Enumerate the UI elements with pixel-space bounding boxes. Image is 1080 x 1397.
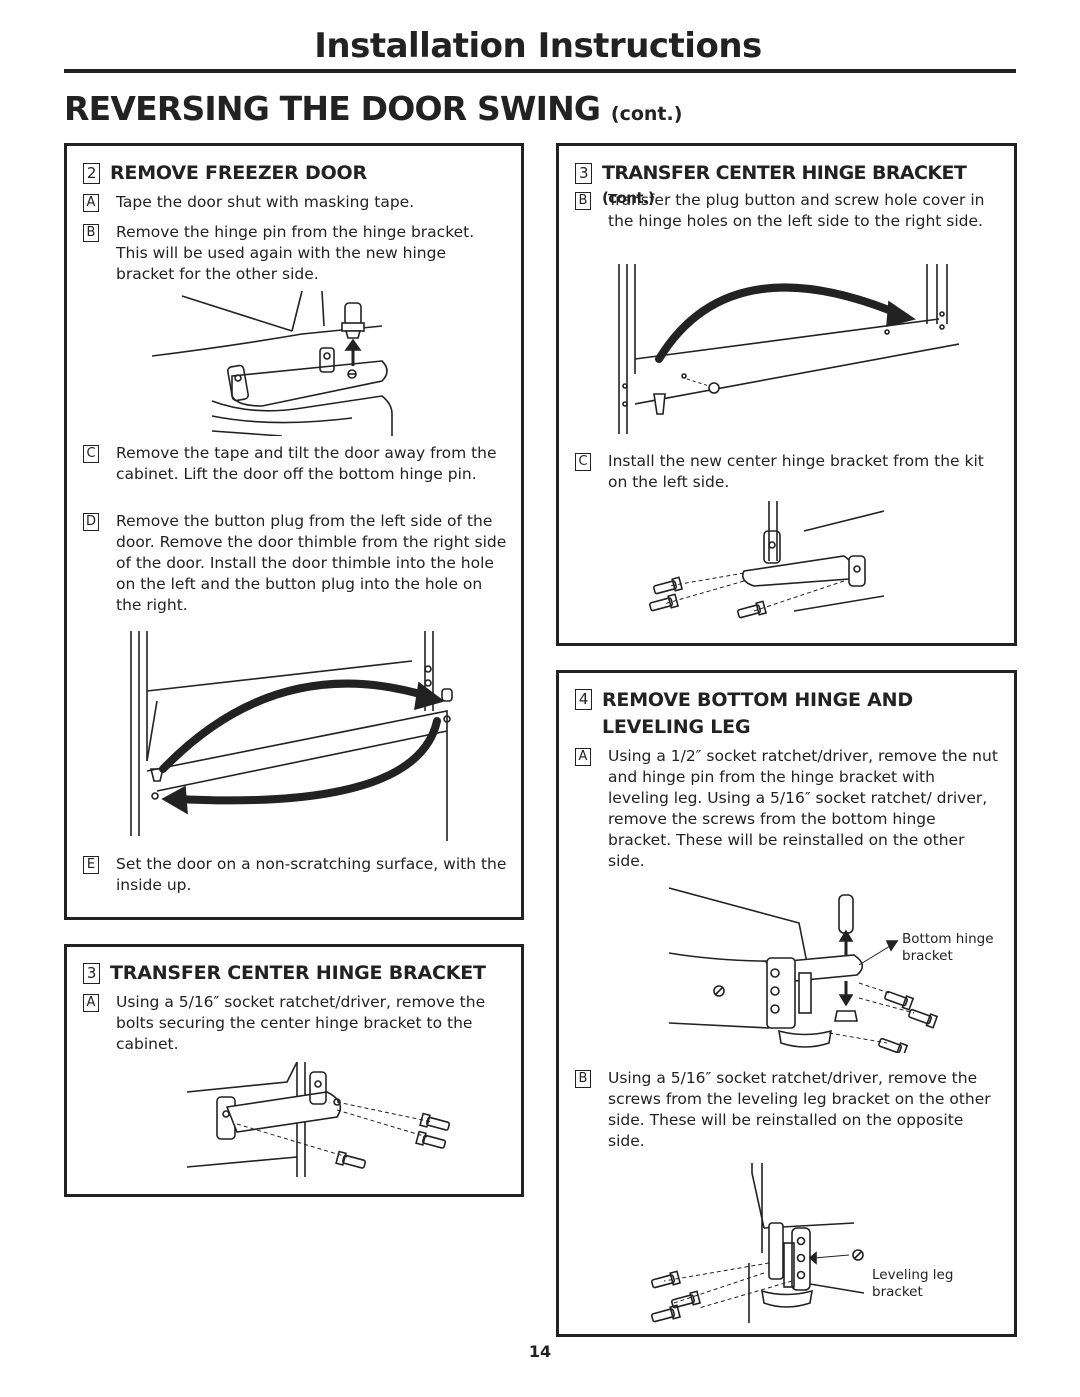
step-4-heading: 4 REMOVE BOTTOM HINGE AND LEVELING LEG bbox=[575, 687, 924, 741]
item-text: Remove the button plug from the left sid… bbox=[116, 512, 507, 614]
item-text: Remove the tape and tilt the door away f… bbox=[116, 444, 497, 483]
step-3-number: 3 bbox=[83, 963, 100, 984]
step-4-item-a: A Using a 1/2″ socket ratchet/driver, re… bbox=[575, 746, 1000, 872]
step-2-item-b: B Remove the hinge pin from the hinge br… bbox=[83, 222, 507, 285]
item-letter: B bbox=[575, 1070, 591, 1088]
item-text: Transfer the plug button and screw hole … bbox=[608, 191, 985, 230]
bottom-hinge-illustration bbox=[659, 883, 999, 1053]
step-3-cont-title-suffix: (cont.) bbox=[602, 189, 655, 207]
section-title: REVERSING THE DOOR SWING (cont.) bbox=[64, 89, 682, 128]
item-text: Remove the hinge pin from the hinge brac… bbox=[116, 223, 475, 283]
step-4-panel: 4 REMOVE BOTTOM HINGE AND LEVELING LEG A… bbox=[556, 670, 1017, 1337]
step-2-item-e: E Set the door on a non-scratching surfa… bbox=[83, 854, 507, 896]
step-2-item-d: D Remove the button plug from the left s… bbox=[83, 511, 507, 616]
hinge-pin-removal-illustration bbox=[152, 286, 412, 436]
item-text: Using a 5/16″ socket ratchet/driver, rem… bbox=[608, 1069, 991, 1150]
page-number: 14 bbox=[528, 1342, 552, 1361]
step-4-title: REMOVE BOTTOM HINGE AND LEVELING LEG bbox=[602, 689, 913, 738]
door-swap-illustration bbox=[127, 631, 457, 841]
item-letter: D bbox=[83, 513, 99, 531]
leveling-leg-label-line-1: Leveling leg bbox=[872, 1267, 954, 1283]
item-text: Using a 1/2″ socket ratchet/driver, remo… bbox=[608, 747, 998, 870]
header-title: Installation Instructions bbox=[314, 26, 762, 66]
step-2-title: REMOVE FREEZER DOOR bbox=[110, 162, 367, 184]
item-letter: B bbox=[575, 192, 591, 210]
step-3-cont-title: TRANSFER CENTER HINGE BRACKET bbox=[602, 162, 967, 184]
leveling-leg-label: Leveling leg bracket bbox=[872, 1267, 953, 1301]
item-letter: C bbox=[575, 453, 591, 471]
leveling-leg-label-line-2: bracket bbox=[872, 1284, 923, 1300]
step-3-cont-item-b: B Transfer the plug button and screw hol… bbox=[575, 190, 1000, 232]
item-text: Install the new center hinge bracket fro… bbox=[608, 452, 984, 491]
item-text: Set the door on a non-scratching surface… bbox=[116, 855, 507, 894]
step-3-item-a: A Using a 5/16″ socket ratchet/driver, r… bbox=[83, 992, 507, 1055]
new-center-hinge-illustration bbox=[644, 501, 884, 621]
plug-button-transfer-illustration bbox=[609, 264, 959, 439]
step-3-cont-panel: 3 TRANSFER CENTER HINGE BRACKET (cont.) … bbox=[556, 143, 1017, 646]
step-3-cont-item-c: C Install the new center hinge bracket f… bbox=[575, 451, 1000, 493]
step-3-cont-number: 3 bbox=[575, 163, 592, 184]
step-3-cont-heading: 3 TRANSFER CENTER HINGE BRACKET (cont.) bbox=[575, 161, 1010, 210]
step-2-heading: 2 REMOVE FREEZER DOOR bbox=[83, 161, 513, 185]
item-letter: B bbox=[83, 224, 99, 242]
item-letter: A bbox=[575, 748, 591, 766]
step-3-title: TRANSFER CENTER HINGE BRACKET bbox=[110, 962, 486, 984]
step-4-number: 4 bbox=[575, 689, 592, 710]
item-text: Using a 5/16″ socket ratchet/driver, rem… bbox=[116, 993, 486, 1053]
step-2-number: 2 bbox=[83, 163, 100, 184]
bottom-hinge-label: Bottom hinge bracket bbox=[902, 931, 994, 965]
center-hinge-removal-illustration bbox=[177, 1062, 457, 1182]
item-letter: A bbox=[83, 194, 99, 212]
item-text: Tape the door shut with masking tape. bbox=[116, 193, 415, 211]
leveling-leg-bracket-illustration bbox=[644, 1163, 864, 1323]
bottom-hinge-label-line-2: bracket bbox=[902, 948, 953, 964]
step-2-panel: 2 REMOVE FREEZER DOOR A Tape the door sh… bbox=[64, 143, 524, 920]
item-letter: C bbox=[83, 445, 99, 463]
item-letter: E bbox=[83, 856, 99, 874]
item-letter: A bbox=[83, 994, 99, 1012]
step-2-item-c: C Remove the tape and tilt the door away… bbox=[83, 443, 507, 485]
section-title-suffix: (cont.) bbox=[610, 103, 683, 125]
step-3-panel: 3 TRANSFER CENTER HINGE BRACKET A Using … bbox=[64, 944, 524, 1197]
step-2-item-a: A Tape the door shut with masking tape. bbox=[83, 192, 507, 213]
section-title-text: REVERSING THE DOOR SWING bbox=[64, 89, 601, 128]
bottom-hinge-label-line-1: Bottom hinge bbox=[902, 931, 994, 947]
step-3-heading: 3 TRANSFER CENTER HINGE BRACKET bbox=[83, 961, 513, 985]
header-rule bbox=[64, 69, 1016, 73]
step-4-item-b: B Using a 5/16″ socket ratchet/driver, r… bbox=[575, 1068, 1000, 1152]
step-3-cont-title-group: TRANSFER CENTER HINGE BRACKET (cont.) bbox=[602, 161, 1010, 210]
